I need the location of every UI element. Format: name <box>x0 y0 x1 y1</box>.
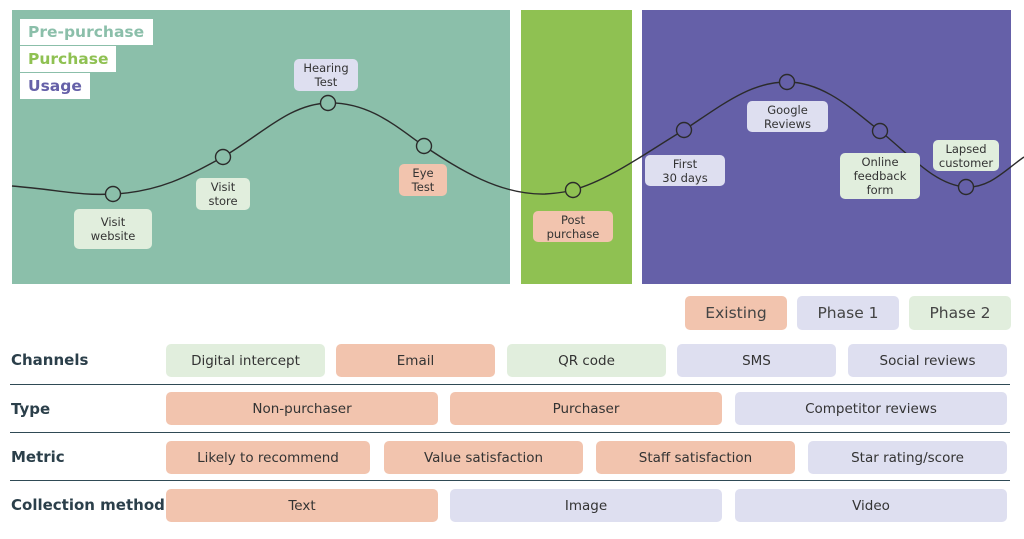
channel-digital-intercept: Digital intercept <box>166 344 325 377</box>
collection-video: Video <box>735 489 1007 522</box>
journey-marker <box>415 137 433 155</box>
journey-marker <box>564 181 582 199</box>
journey-tag-post-purchase: Post purchase <box>533 211 613 242</box>
journey-tag-visit-store: Visit store <box>196 178 250 210</box>
channel-sms: SMS <box>677 344 836 377</box>
journey-tag-google-reviews: Google Reviews <box>747 101 828 132</box>
journey-marker <box>675 121 693 139</box>
journey-tag-lapsed-customer: Lapsed customer <box>933 140 999 171</box>
legend-usage: Usage <box>20 73 90 99</box>
row-separator <box>10 384 1010 385</box>
journey-marker <box>214 148 232 166</box>
key-existing: Existing <box>685 296 787 330</box>
type-competitor-reviews: Competitor reviews <box>735 392 1007 425</box>
row-separator <box>10 432 1010 433</box>
key-phase-1: Phase 1 <box>797 296 899 330</box>
row-label-metric: Metric <box>11 448 65 466</box>
row-label-channels: Channels <box>11 351 89 369</box>
journey-tag-eye-test: Eye Test <box>399 164 447 196</box>
journey-tag-visit-website: Visit website <box>74 209 152 249</box>
row-separator <box>10 480 1010 481</box>
channel-social-reviews: Social reviews <box>848 344 1007 377</box>
journey-tag-first-30-days: First 30 days <box>645 155 725 186</box>
journey-curve <box>11 73 1024 203</box>
journey-marker <box>319 94 337 112</box>
journey-tag-hearing-test: Hearing Test <box>294 59 358 91</box>
journey-marker <box>104 185 122 203</box>
legend-purchase: Purchase <box>20 46 116 72</box>
channel-qr-code: QR code <box>507 344 666 377</box>
collection-text: Text <box>166 489 438 522</box>
type-non-purchaser: Non-purchaser <box>166 392 438 425</box>
metric-likely-to-recommend: Likely to recommend <box>166 441 370 474</box>
legend-pre-purchase: Pre-purchase <box>20 19 153 45</box>
row-label-type: Type <box>11 400 51 418</box>
metric-value-satisfaction: Value satisfaction <box>384 441 583 474</box>
type-purchaser: Purchaser <box>450 392 722 425</box>
key-phase-2: Phase 2 <box>909 296 1011 330</box>
collection-image: Image <box>450 489 722 522</box>
journey-marker <box>957 178 975 196</box>
metric-star-rating: Star rating/score <box>808 441 1007 474</box>
journey-marker <box>778 73 796 91</box>
metric-staff-satisfaction: Staff satisfaction <box>596 441 795 474</box>
row-label-collection-method: Collection method <box>11 496 165 514</box>
journey-tag-online-feedback-form: Online feedback form <box>840 153 920 199</box>
journey-marker <box>871 122 889 140</box>
channel-email: Email <box>336 344 495 377</box>
